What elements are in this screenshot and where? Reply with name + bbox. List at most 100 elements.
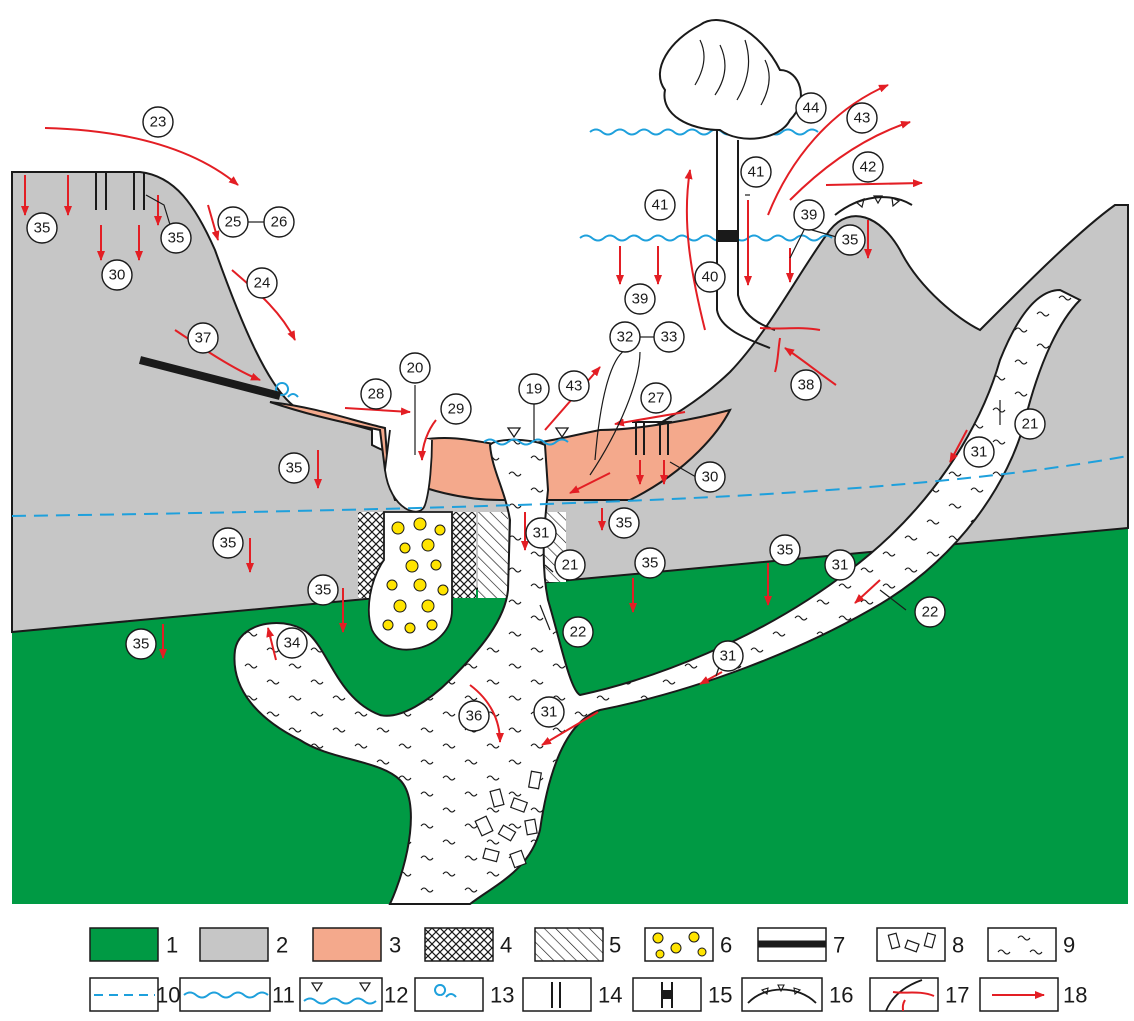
svg-text:35: 35 — [133, 636, 150, 653]
circle-label: 43 — [559, 371, 589, 401]
circle-label: 35 — [770, 535, 800, 565]
svg-text:35: 35 — [842, 232, 859, 249]
water-line-lower — [580, 236, 832, 241]
circle-label: 27 — [641, 383, 671, 413]
svg-text:34: 34 — [284, 635, 301, 652]
circle-label: 36 — [459, 701, 489, 731]
svg-text:41: 41 — [748, 164, 765, 181]
circle-label: 35 — [161, 223, 191, 253]
svg-text:16: 16 — [829, 983, 853, 1008]
svg-text:15: 15 — [708, 983, 732, 1008]
circle-label: 44 — [796, 93, 826, 123]
circle-label: 31 — [825, 550, 855, 580]
legend-item-5: 5 — [535, 928, 621, 961]
svg-text:28: 28 — [368, 386, 385, 403]
svg-text:27: 27 — [648, 390, 665, 407]
legend: 1 2 3 4 5 6 7 — [90, 928, 1087, 1011]
circle-label: 33 — [654, 322, 684, 352]
circle-label: 21 — [555, 550, 585, 580]
svg-text:31: 31 — [832, 557, 849, 574]
tree-crown — [660, 20, 801, 139]
circle-label: 31 — [964, 437, 994, 467]
legend-item-2: 2 — [200, 928, 288, 961]
circle-label: 39 — [794, 200, 824, 230]
circle-label: 19 — [519, 374, 549, 404]
svg-text:41: 41 — [652, 197, 669, 214]
circle-label: 31 — [713, 641, 743, 671]
svg-text:25: 25 — [225, 214, 242, 231]
hatch-zone — [478, 512, 508, 598]
circle-label: 43 — [847, 103, 877, 133]
circle-label: 41 — [741, 157, 771, 187]
circle-label: 29 — [441, 394, 471, 424]
svg-text:36: 36 — [466, 708, 483, 725]
svg-text:43: 43 — [566, 378, 583, 395]
circle-label: 35 — [126, 629, 156, 659]
svg-text:26: 26 — [271, 214, 288, 231]
legend-item-11: 11 — [180, 978, 295, 1011]
svg-text:35: 35 — [777, 542, 794, 559]
svg-text:29: 29 — [448, 401, 465, 418]
crosshatch-zone-right — [452, 512, 476, 598]
circle-label: 35 — [27, 213, 57, 243]
legend-item-13: 13 — [415, 978, 514, 1011]
svg-text:21: 21 — [1022, 416, 1039, 433]
circle-label: 35 — [213, 528, 243, 558]
svg-text:2: 2 — [276, 933, 288, 958]
svg-text:23: 23 — [150, 114, 167, 131]
svg-text:19: 19 — [526, 381, 543, 398]
svg-text:4: 4 — [500, 933, 512, 958]
water-line-upper — [590, 130, 818, 135]
svg-text:18: 18 — [1063, 983, 1087, 1008]
svg-text:20: 20 — [407, 360, 424, 377]
legend-item-8: 8 — [877, 928, 964, 961]
svg-text:35: 35 — [642, 555, 659, 572]
circle-label: 40 — [695, 262, 725, 292]
circle-label: 35 — [635, 548, 665, 578]
circle-label: 25 — [218, 207, 248, 237]
svg-text:10: 10 — [156, 983, 180, 1008]
circle-label: 35 — [279, 453, 309, 483]
circle-label: 28 — [361, 379, 391, 409]
circle-label: 26 — [264, 207, 294, 237]
svg-text:5: 5 — [609, 933, 621, 958]
lake-level-triangles — [508, 428, 568, 437]
circle-label: 39 — [625, 284, 655, 314]
svg-text:40: 40 — [702, 269, 719, 286]
legend-item-16: 16 — [742, 978, 853, 1011]
circle-label: 42 — [853, 152, 883, 182]
svg-text:14: 14 — [598, 983, 622, 1008]
circle-label: 37 — [188, 323, 218, 353]
svg-text:32: 32 — [617, 329, 634, 346]
circle-label: 20 — [400, 353, 430, 383]
legend-item-15: 15 — [633, 978, 732, 1011]
svg-text:8: 8 — [952, 933, 964, 958]
legend-item-7: 7 — [758, 928, 845, 961]
svg-text:12: 12 — [384, 983, 408, 1008]
circle-label: 35 — [835, 225, 865, 255]
svg-text:7: 7 — [833, 933, 845, 958]
svg-text:21: 21 — [562, 557, 579, 574]
svg-text:35: 35 — [220, 535, 237, 552]
svg-text:35: 35 — [286, 460, 303, 477]
legend-item-10: 10 — [90, 978, 180, 1011]
svg-text:6: 6 — [720, 933, 732, 958]
svg-text:17: 17 — [945, 983, 969, 1008]
svg-text:11: 11 — [272, 983, 295, 1008]
legend-item-4: 4 — [425, 928, 512, 961]
circle-label: 34 — [277, 628, 307, 658]
svg-text:33: 33 — [661, 329, 678, 346]
svg-text:9: 9 — [1063, 933, 1075, 958]
crust-symbol — [835, 197, 912, 215]
svg-text:30: 30 — [109, 267, 126, 284]
svg-text:31: 31 — [971, 444, 988, 461]
legend-item-9: 9 — [988, 928, 1075, 961]
svg-text:35: 35 — [315, 582, 332, 599]
circle-label: 32 — [610, 322, 640, 352]
svg-text:35: 35 — [616, 515, 633, 532]
legend-item-6: 6 — [645, 928, 732, 961]
legend-item-12: 12 — [300, 978, 408, 1011]
circle-label: 35 — [609, 508, 639, 538]
svg-text:1: 1 — [166, 933, 178, 958]
